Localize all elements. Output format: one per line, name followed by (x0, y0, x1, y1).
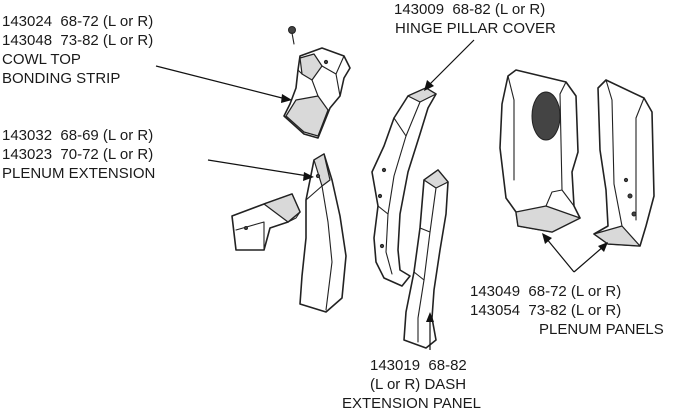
cowl-top-name: COWL TOP (2, 51, 81, 68)
cowl-top-arrowhead-icon (281, 94, 292, 103)
leader-lines (155, 39, 608, 350)
dash-extension-part-number: 143019 68-82 (370, 357, 467, 374)
hinge-pillar-cover-part (371, 87, 437, 287)
plenum-extension-leader-line (207, 159, 309, 177)
plenum-panels-part-number-1: 143049 68-72 (L or R) (470, 283, 622, 300)
dash-extension-arrowhead-icon (426, 312, 434, 322)
hinge-pillar-name: HINGE PILLAR COVER (395, 20, 556, 37)
dash-extension-panel-part (403, 169, 449, 349)
plenum-panels-leader-line-right (573, 245, 605, 273)
cowl-top-part-number-1: 143024 68-72 (L or R) (2, 13, 154, 30)
plenum-panels-leader-line-left (545, 237, 575, 273)
blower-opening-icon (531, 91, 561, 141)
plenum-extension-bracket-part (231, 193, 301, 251)
cowl-top-part-number-2: 143048 73-82 (L or R) (2, 32, 154, 49)
hinge-pillar-part-number: 143009 68-82 (L or R) (394, 1, 546, 18)
plenum-panel-right-part (593, 79, 655, 247)
plenum-extension-arrowhead-icon (303, 172, 314, 181)
hinge-pillar-arrowhead-icon (424, 80, 434, 91)
plenum-panel-left-part (499, 69, 581, 233)
plenum-panels-part-number-2: 143054 73-82 (L or R) (470, 302, 622, 319)
dash-extension-name: EXTENSION PANEL (342, 395, 481, 412)
plenum-panels-arrowhead-right-icon (598, 242, 608, 252)
cowl-top-bonding-strip-part (283, 26, 351, 139)
dash-extension-applicability: (L or R) DASH (370, 376, 467, 393)
plenum-extension-part-number-2: 143023 70-72 (L or R) (2, 146, 154, 163)
hinge-pillar-leader-line (427, 39, 475, 87)
plenum-extension-part-number-1: 143032 68-69 (L or R) (2, 127, 154, 144)
plenum-extension-name: PLENUM EXTENSION (2, 165, 156, 182)
plenum-panels-arrowhead-left-icon (542, 233, 552, 244)
screw-icon (288, 26, 296, 45)
plenum-panels-name: PLENUM PANELS (539, 321, 664, 338)
cowl-top-name-2: BONDING STRIP (2, 70, 121, 87)
cowl-top-leader-line (155, 65, 287, 100)
plenum-extension-part (299, 153, 347, 313)
